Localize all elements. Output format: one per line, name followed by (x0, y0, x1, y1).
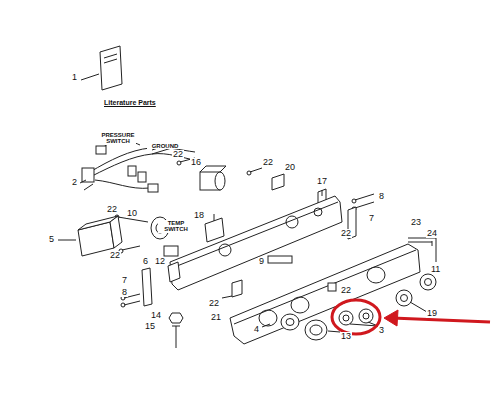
callout-number: 8 (121, 288, 128, 297)
callout-number: 22 (340, 229, 352, 238)
callout-number: 8 (378, 192, 385, 201)
callout-number: 19 (426, 309, 438, 318)
callout-number: 17 (316, 177, 328, 186)
callout-number: 22 (172, 150, 184, 159)
callout-number: 12 (154, 257, 166, 266)
callout-number: 9 (258, 257, 265, 266)
callout-number: 21 (210, 313, 222, 322)
callout-number: 24 (426, 229, 438, 238)
part-note: PRESSURE SWITCH (100, 132, 136, 145)
callout-number: 10 (126, 209, 138, 218)
callout-number: 3 (378, 326, 385, 335)
callout-number: 22 (262, 158, 274, 167)
callout-number: 13 (340, 332, 352, 341)
callout-number: 5 (48, 235, 55, 244)
callout-number: 14 (150, 311, 162, 320)
callout-number: 7 (368, 214, 375, 223)
callout-number: 1 (71, 73, 78, 82)
part-name: Literature Parts (103, 99, 157, 106)
callout-number: 7 (121, 276, 128, 285)
callout-number: 20 (284, 163, 296, 172)
callout-number: 2 (71, 178, 78, 187)
callout-number: 18 (193, 211, 205, 220)
part-note: GROUND (147, 143, 183, 149)
callout-number: 22 (109, 251, 121, 260)
callout-number: 4 (253, 325, 260, 334)
callout-number: 6 (142, 257, 149, 266)
callout-number: 22 (106, 205, 118, 214)
callout-number: 11 (430, 265, 441, 274)
callout-number: 22 (340, 286, 352, 295)
part-note: TEMP SWITCH (158, 220, 194, 233)
callout-number: 16 (190, 158, 202, 167)
callout-number: 22 (208, 299, 220, 308)
callout-number: 15 (144, 322, 156, 331)
callout-number: 23 (410, 218, 422, 227)
